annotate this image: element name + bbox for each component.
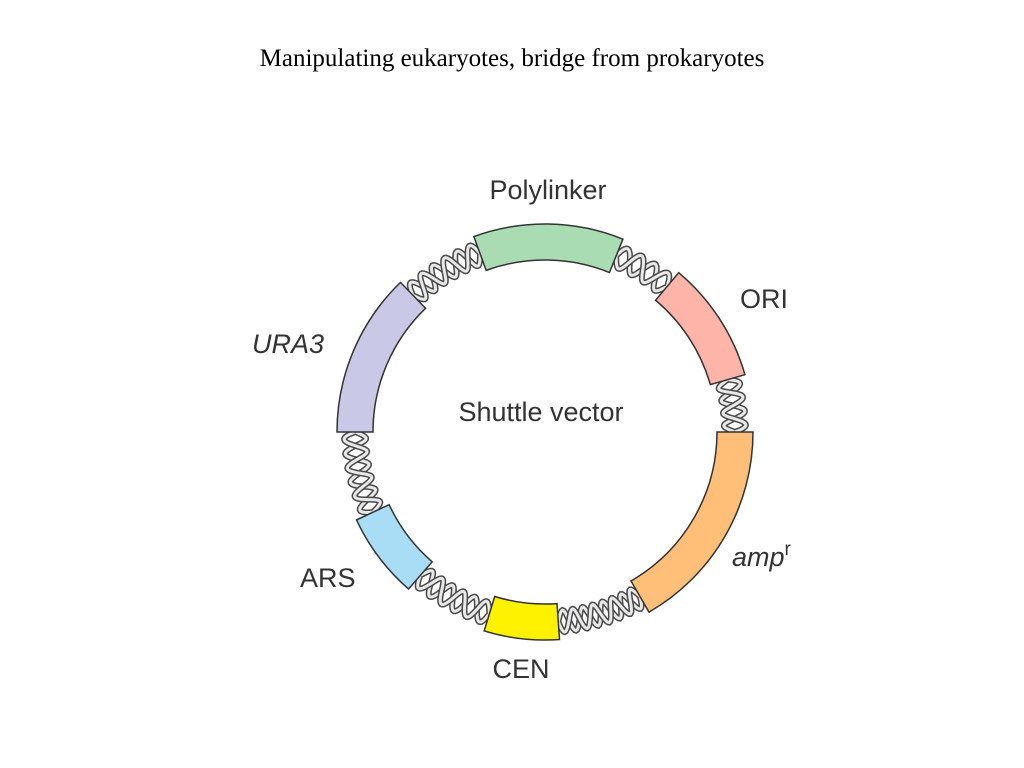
- label-ura3: URA3: [252, 329, 324, 359]
- label-ori: ORI: [740, 284, 788, 314]
- label-amp: amp: [732, 542, 785, 572]
- helix-strand: [614, 254, 671, 287]
- segment-ori: [654, 271, 746, 386]
- center-label: Shuttle vector: [458, 397, 623, 427]
- label-ars: ARS: [300, 563, 356, 593]
- segment-amp: [629, 431, 754, 614]
- dna-helix: [406, 242, 483, 303]
- plasmid-map: [336, 223, 754, 641]
- label-polylinker: Polylinker: [489, 175, 606, 205]
- dna-helix: [555, 586, 645, 636]
- label-cen: CEN: [492, 654, 549, 684]
- label-amp-superscript: r: [785, 539, 792, 560]
- helix-strand: [416, 574, 491, 619]
- slide-title: Manipulating eukaryotes, bridge from pro…: [260, 45, 765, 72]
- dna-helix: [341, 429, 384, 516]
- dna-helix: [715, 376, 749, 435]
- segment-polylinker: [472, 223, 624, 274]
- label-ampr: ampr: [732, 539, 792, 572]
- helix-strand: [556, 588, 642, 634]
- segment-ars: [355, 503, 434, 591]
- helix-strand: [717, 378, 748, 434]
- segment-ura3: [336, 281, 427, 433]
- segment-cen: [483, 595, 561, 641]
- dna-helix: [414, 567, 493, 626]
- helix-strand: [342, 430, 382, 514]
- helix-strand: [412, 243, 482, 301]
- dna-helix: [613, 245, 673, 294]
